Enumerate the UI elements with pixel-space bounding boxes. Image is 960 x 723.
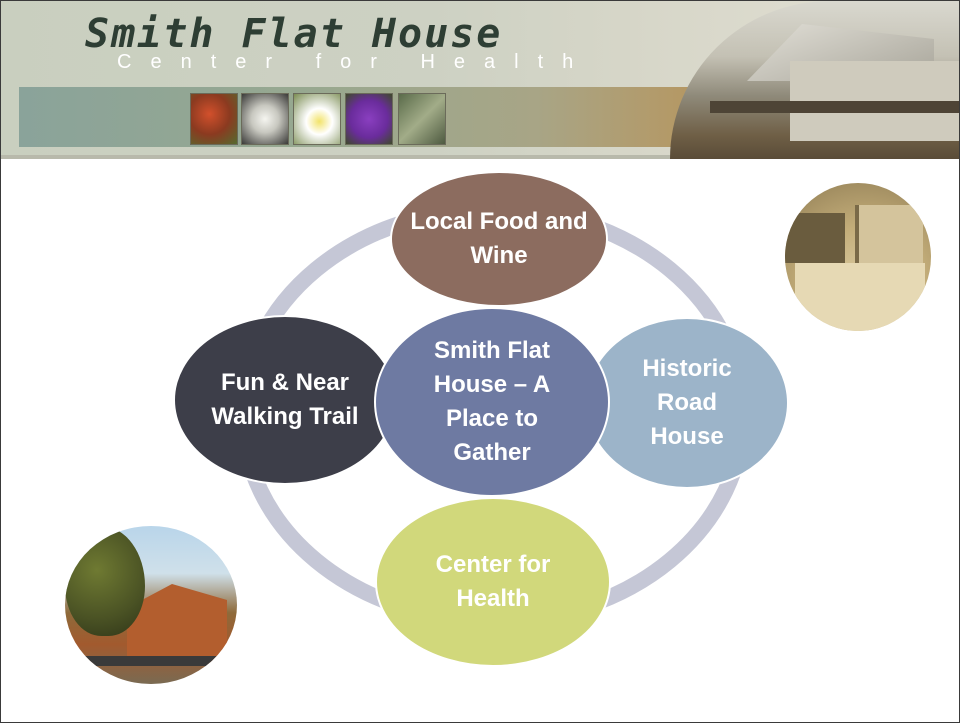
node-bottom-label: Center for Health [435,551,551,612]
node-walking-trail: Fun & Near Walking Trail [173,315,397,485]
node-local-food-and-wine: Local Food and Wine [390,171,608,307]
node-center-label: Smith Flat House – A Place to Gather [433,337,551,466]
lily-thumbnail [293,93,341,145]
node-center-for-health: Center for Health [375,497,611,667]
node-top-label: Local Food and Wine [410,208,588,269]
purple-flower-thumbnail [345,93,393,145]
node-right-label: Historic Road House [642,355,732,450]
header-banner: Smith Flat House Center for Health [1,1,959,159]
old-street-photo [785,183,931,331]
leaves-thumbnail [190,93,238,145]
node-left-label: Fun & Near Walking Trail [211,369,359,430]
node-historic-road-house: Historic Road House [585,317,789,489]
banner-title: Smith Flat House [85,11,503,57]
building-photo [65,526,237,684]
banner-divider [1,155,959,159]
fern-thumbnail [398,93,446,145]
white-flower-thumbnail [241,93,289,145]
node-center-gather: Smith Flat House – A Place to Gather [374,307,610,497]
banner-subtitle: Center for Health [117,51,593,73]
